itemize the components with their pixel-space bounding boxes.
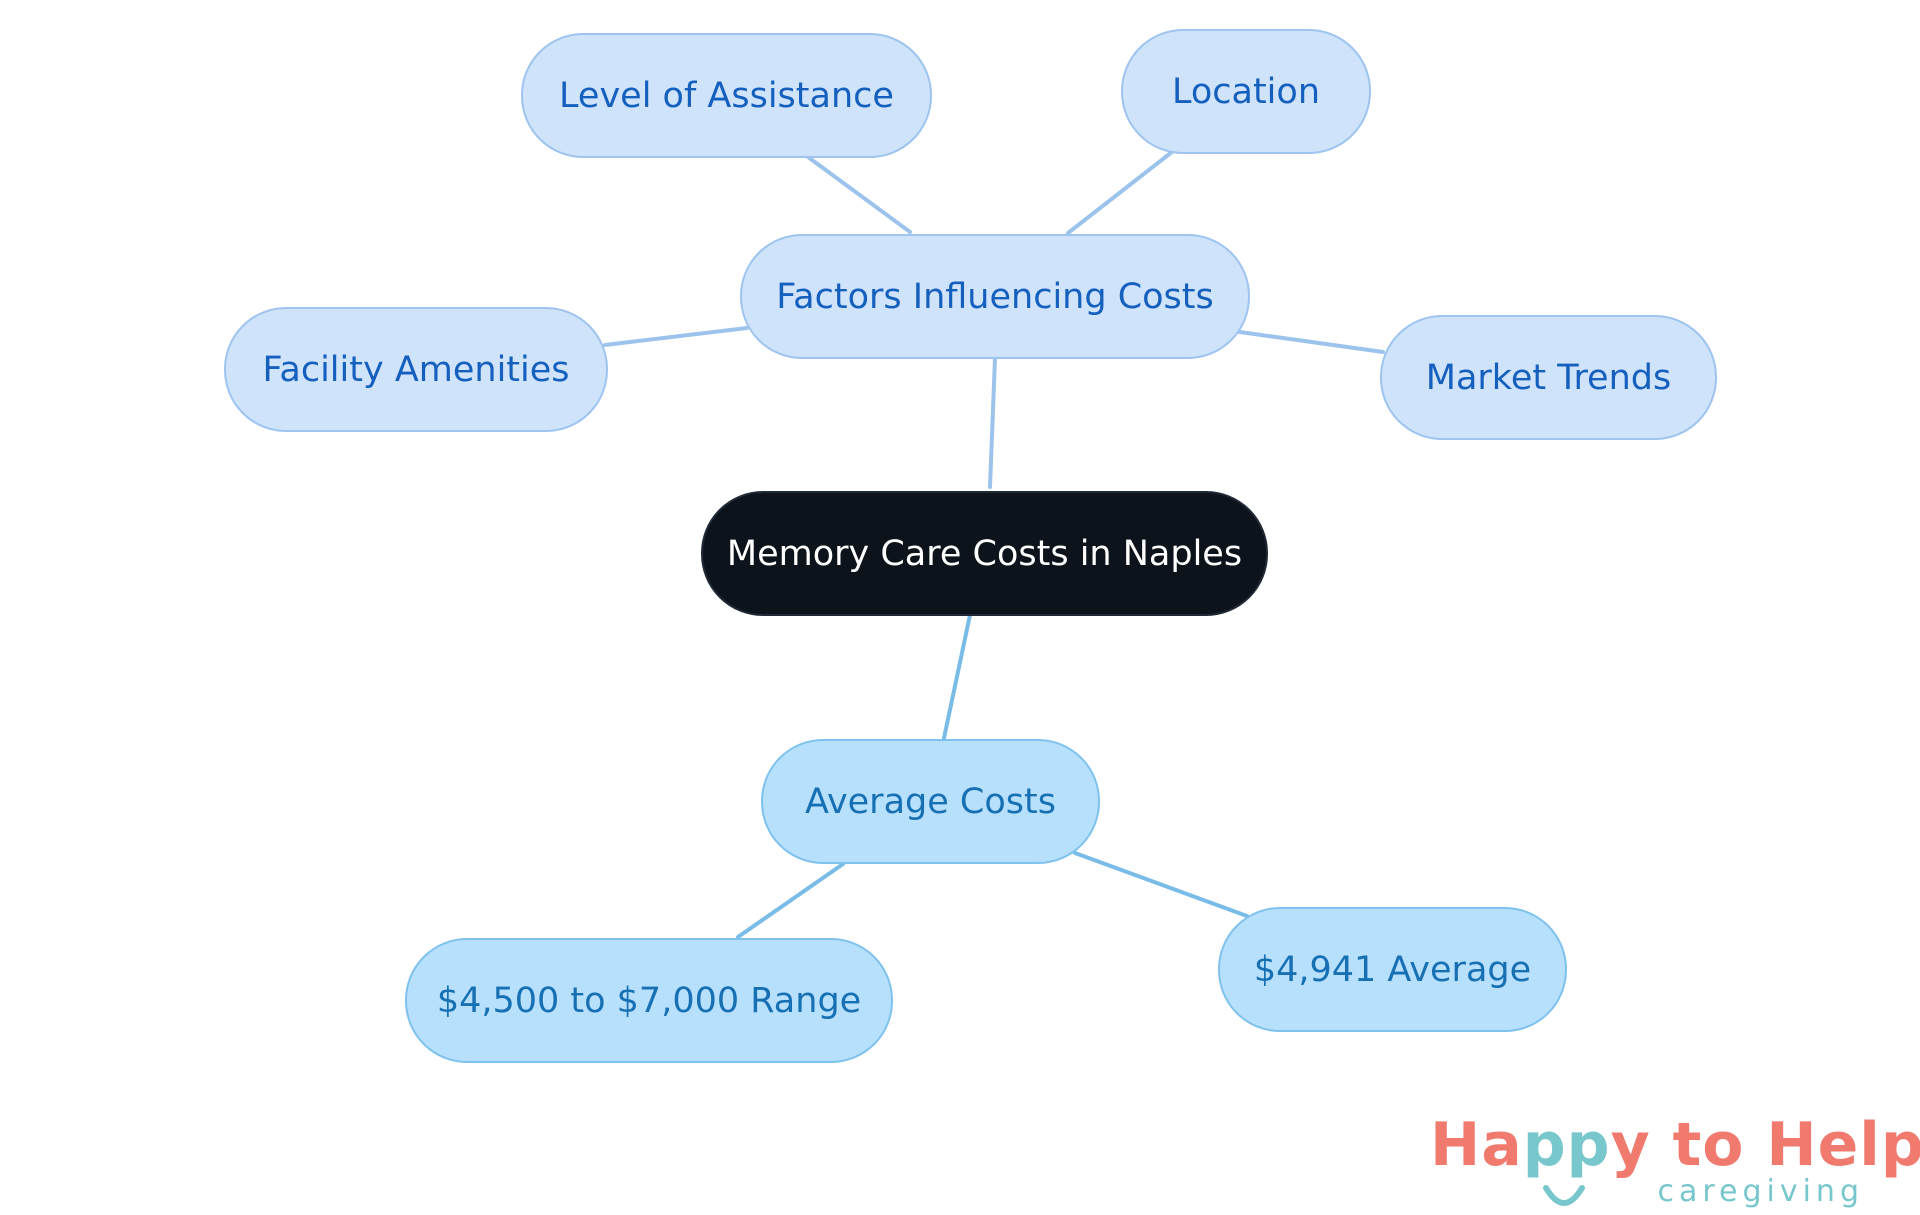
smile-icon (1543, 1185, 1585, 1206)
average-range-node[interactable]: $4,500 to $7,000 Range (405, 938, 893, 1063)
average-costs-node[interactable]: Average Costs (761, 739, 1100, 864)
logo-wordmark: Happy to Help (1430, 1110, 1920, 1180)
center-node-label: Memory Care Costs in Naples (726, 533, 1243, 574)
average-point-node[interactable]: $4,941 Average (1218, 907, 1567, 1032)
factors-node[interactable]: Factors Influencing Costs (740, 234, 1250, 359)
factors-node-label: Factors Influencing Costs (776, 276, 1214, 317)
edge-center-average (942, 613, 972, 740)
logo-part-1: Ha (1430, 1110, 1523, 1180)
average-costs-node-label: Average Costs (805, 781, 1056, 822)
factor-market-trends-label: Market Trends (1425, 357, 1672, 398)
factor-location-label: Location (1171, 71, 1321, 112)
factor-level-of-assistance-label: Level of Assistance (559, 75, 894, 116)
logo-part-3: y to Help (1610, 1110, 1920, 1180)
edge-factors-location (1066, 150, 1174, 235)
edge-factors-amenities (603, 326, 749, 347)
edge-average-range (736, 862, 845, 939)
average-point-node-label: $4,941 Average (1253, 949, 1532, 990)
center-node[interactable]: Memory Care Costs in Naples (701, 491, 1268, 616)
factor-facility-amenities[interactable]: Facility Amenities (224, 307, 608, 432)
logo-tagline: caregiving (1657, 1174, 1864, 1209)
edge-factors-level (806, 155, 912, 234)
factor-facility-amenities-label: Facility Amenities (262, 349, 570, 390)
average-range-node-label: $4,500 to $7,000 Range (436, 980, 862, 1021)
factor-market-trends[interactable]: Market Trends (1380, 315, 1717, 440)
edge-average-point (1073, 851, 1249, 918)
logo-part-2: pp (1522, 1110, 1611, 1180)
factor-level-of-assistance[interactable]: Level of Assistance (521, 33, 932, 158)
edge-factors-market (1238, 330, 1385, 354)
edge-center-factors (988, 356, 997, 489)
factor-location[interactable]: Location (1121, 29, 1371, 154)
happy-to-help-logo: Happy to Help caregiving (1430, 1110, 1920, 1210)
